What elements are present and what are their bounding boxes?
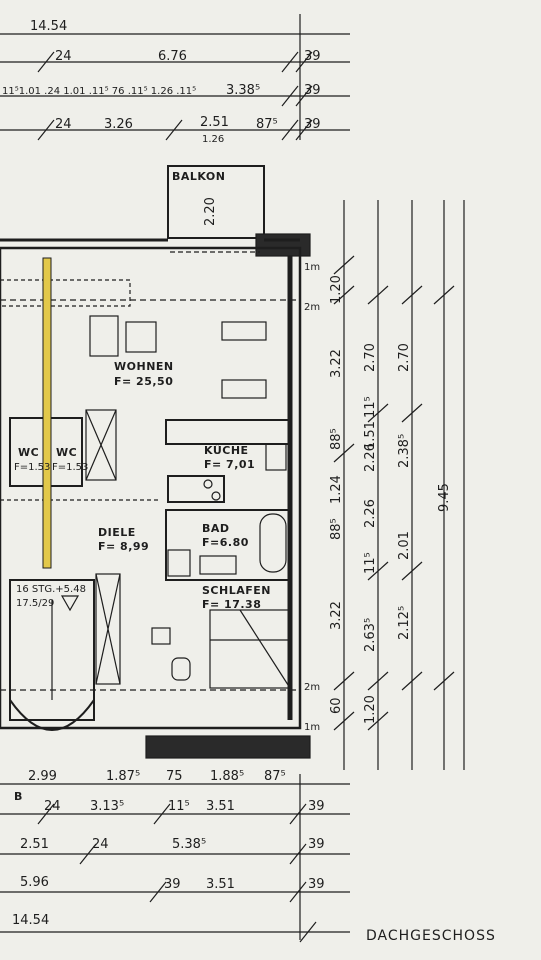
- rdim-c1-1: 3.22: [329, 349, 344, 378]
- room-kueche-area: F= 7,01: [204, 458, 255, 471]
- bdim-r2-2: 11⁵: [168, 799, 190, 814]
- rdim-c3-4: 2.01: [397, 531, 412, 560]
- rdim-c3-2: 1.51: [363, 421, 378, 450]
- rdim-c1-5: 3.22: [329, 601, 344, 630]
- rdim-c1-3: 1.24: [329, 475, 344, 504]
- rdim-c3-5: 2.12⁵: [397, 606, 412, 640]
- dim-top-326: 3.26: [104, 117, 133, 132]
- room-schlafen: SCHLAFEN: [202, 584, 271, 597]
- dim-top-39c: 39: [304, 117, 321, 132]
- room-schlafen-area: F= 17.38: [202, 598, 261, 611]
- bdim-r4-1: 39: [164, 877, 181, 892]
- level-mark-2: 2m: [304, 302, 320, 313]
- dim-top-3385: 3.38⁵: [226, 83, 260, 98]
- bdim-r1-3: 1.88⁵: [210, 769, 244, 784]
- rdim-c2-3: 11⁵: [363, 552, 378, 574]
- balkon-depth: 2.20: [203, 197, 218, 226]
- dim-top-39a: 39: [304, 49, 321, 64]
- chimney: [42, 257, 52, 569]
- stair-label: 16 STG.+5.48: [16, 584, 86, 595]
- rdim-c2-6: 2.63⁵: [363, 618, 378, 652]
- rdim-c1-6: 60: [329, 697, 344, 714]
- dim-top-39b: 39: [304, 83, 321, 98]
- drawing-title: DACHGESCHOSS: [366, 928, 496, 944]
- bdim-r3-0: 2.51: [20, 837, 49, 852]
- bdim-r2-1: 3.13⁵: [90, 799, 124, 814]
- dim-top-251: 2.51: [200, 115, 229, 130]
- rdim-c1-2: 88⁵: [329, 428, 344, 450]
- rdim-c1-0: 1.20: [329, 275, 344, 304]
- room-bad-area: F=6.80: [202, 536, 249, 549]
- dim-top-chain: 11⁵1.01 .24 1.01 .11⁵ 76 .11⁵ 1.26 .11⁵: [2, 86, 196, 97]
- bdim-r3-2: 5.38⁵: [172, 837, 206, 852]
- stair-ratio: 17.5/29: [16, 598, 54, 609]
- room-balkon: BALKON: [172, 170, 226, 183]
- room-wc-1: WC: [18, 446, 39, 459]
- bdim-r2-4: 39: [308, 799, 325, 814]
- bdim-r1-2: 75: [166, 769, 183, 784]
- bdim-r1-0: 2.99: [28, 769, 57, 784]
- dim-top-676: 6.76: [158, 49, 187, 64]
- dim-top-total: 14.54: [30, 19, 67, 34]
- rdim-c2-2: 2.26: [363, 499, 378, 528]
- room-wc-1-area: F=1.53: [14, 462, 50, 473]
- bdim-r1-1: 1.87⁵: [106, 769, 140, 784]
- bdim-r2-3: 3.51: [206, 799, 235, 814]
- room-diele-area: F= 8,99: [98, 540, 149, 553]
- dim-top-24: 24: [55, 49, 72, 64]
- room-wc-2: WC: [56, 446, 77, 459]
- bdim-r2-0: 24: [44, 799, 61, 814]
- bdim-r4-2: 3.51: [206, 877, 235, 892]
- dim-top-24b: 24: [55, 117, 72, 132]
- rdim-c1-4: 88⁵: [329, 518, 344, 540]
- room-wc-2-area: F=1.53: [52, 462, 88, 473]
- level-mark-4: 1m: [304, 722, 320, 733]
- room-wohnen-area: F= 25,50: [114, 375, 173, 388]
- rdim-c3-0: 2.70: [397, 343, 412, 372]
- rdim-c2-0: 2.70: [363, 343, 378, 372]
- dim-top-126: 1.26: [202, 134, 224, 145]
- rdim-c5-0: 9.45: [437, 483, 452, 512]
- rdim-c2-1: 11⁵: [363, 396, 378, 418]
- room-kueche: KÜCHE: [204, 443, 249, 457]
- section-mark: B: [14, 790, 23, 803]
- bdim-r1-4: 87⁵: [264, 769, 286, 784]
- room-diele: DIELE: [98, 526, 136, 539]
- rdim-c2-4: 2.26: [363, 443, 378, 472]
- bdim-r3-3: 39: [308, 837, 325, 852]
- bdim-total: 14.54: [12, 913, 49, 928]
- bdim-r4-0: 5.96: [20, 875, 49, 890]
- level-mark-3: 2m: [304, 682, 320, 693]
- room-wohnen: WOHNEN: [114, 360, 174, 373]
- bdim-r4-3: 39: [308, 877, 325, 892]
- bdim-r3-1: 24: [92, 837, 109, 852]
- rdim-c4-0: 2.38⁵: [397, 434, 412, 468]
- rdim-c2-7: 1.20: [363, 695, 378, 724]
- level-mark-1: 1m: [304, 262, 320, 273]
- room-bad: BAD: [202, 522, 230, 535]
- dim-top-875: 87⁵: [256, 117, 278, 132]
